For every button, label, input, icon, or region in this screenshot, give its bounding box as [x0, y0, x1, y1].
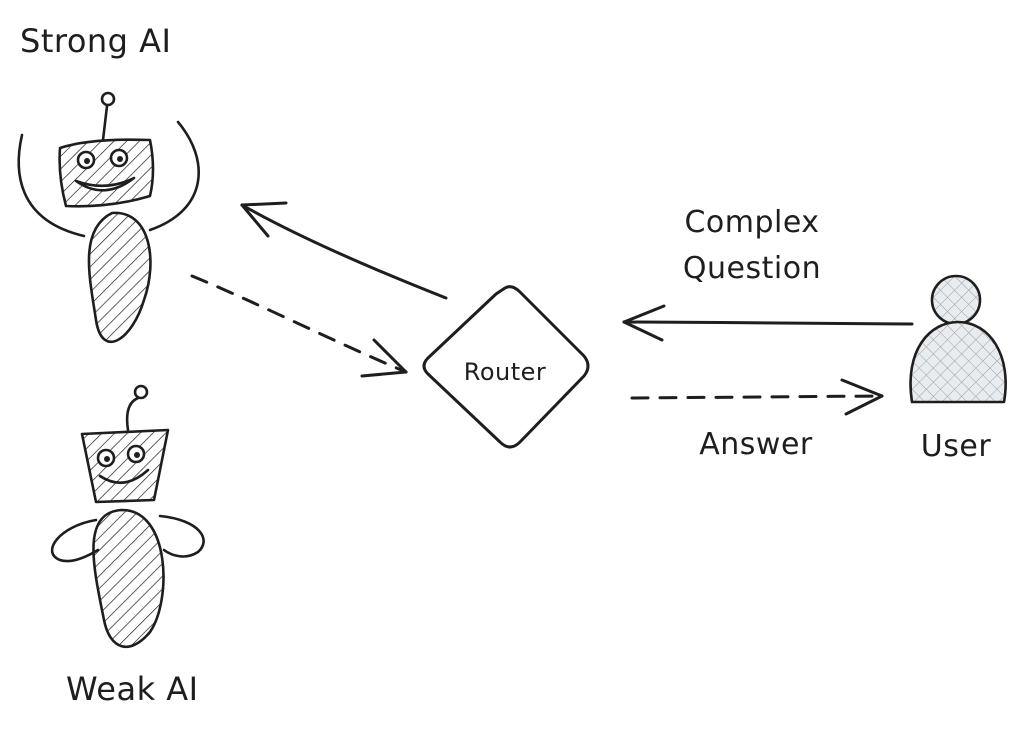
router-node: Router [422, 285, 590, 449]
answer-label: Answer [699, 427, 813, 462]
router-label: Router [464, 358, 547, 386]
complex-question-label-line1: Complex [684, 205, 819, 240]
weak-ai-label: Weak AI [66, 670, 199, 708]
arrow-router-to-user [630, 378, 884, 416]
arrow-strong-ai-to-router [190, 274, 408, 378]
user-person-icon [909, 274, 1007, 404]
strong-ai-robot-icon [17, 91, 200, 344]
weak-ai-robot-icon [50, 384, 205, 649]
strong-ai-label: Strong AI [20, 22, 171, 60]
complex-question-label-line2: Question [683, 251, 821, 286]
arrow-to-strong-ai [240, 201, 448, 300]
arrow-user-to-router [622, 304, 914, 342]
user-label: User [921, 429, 992, 464]
